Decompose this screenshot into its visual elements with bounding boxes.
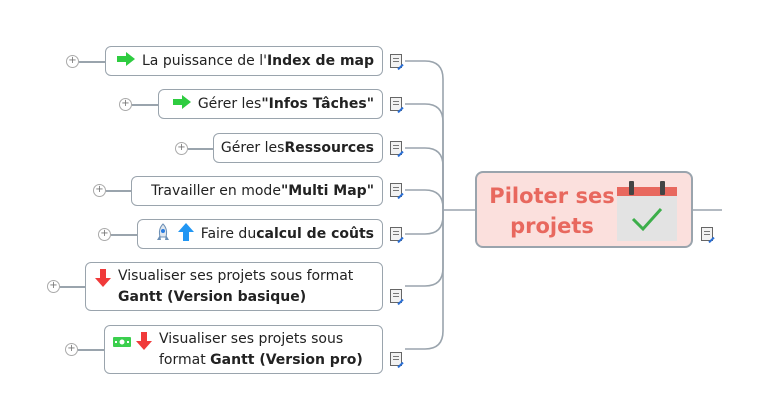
topic-text: Gérer les [220, 140, 285, 156]
topic-text: La puissance de l' [141, 53, 267, 69]
topic-bold-text: Gantt (Version pro) [210, 352, 363, 368]
topic-bold-text: calcul de coûts [256, 226, 374, 242]
connector [79, 61, 105, 63]
expand-button[interactable]: + [66, 55, 79, 68]
topic-text: Visualiser ses projets sous [159, 331, 344, 347]
connector [111, 234, 137, 236]
topic-ressources[interactable]: Gérer les Ressources [213, 133, 383, 163]
topic-bold-text: Index de map [266, 53, 374, 69]
topic-text: Travailler en mode [151, 183, 281, 199]
topic-bold-text: Gantt (Version basique) [118, 289, 307, 305]
expand-button[interactable]: + [175, 142, 188, 155]
green-arrow-right-icon [172, 94, 192, 114]
topic-calcul-couts[interactable]: Faire du calcul de coûts [137, 219, 383, 249]
topic-infos-taches[interactable]: Gérer les "Infos Tâches" [158, 89, 383, 119]
connector [188, 148, 213, 150]
note-icon[interactable] [390, 183, 402, 197]
note-icon[interactable] [390, 289, 402, 303]
connector [106, 190, 131, 192]
topic-text: format [159, 352, 211, 368]
blue-arrow-up-icon [177, 222, 195, 246]
expand-button[interactable]: + [47, 280, 60, 293]
note-icon[interactable] [390, 141, 402, 155]
connector [60, 286, 85, 288]
topic-text: Gérer les [197, 96, 262, 112]
central-topic[interactable]: Piloter ses projets [475, 171, 693, 248]
note-icon[interactable] [390, 54, 402, 68]
money-icon [113, 333, 131, 354]
topic-text: Visualiser ses projets sous format [118, 268, 354, 284]
note-icon[interactable] [390, 97, 402, 111]
topic-index-de-map[interactable]: La puissance de l'Index de map [105, 46, 383, 76]
central-topic-title: Piloter ses projets [489, 184, 615, 238]
calendar-check-icon [616, 181, 678, 245]
topic-bold-text: "Multi Map" [280, 183, 374, 199]
red-arrow-down-icon [94, 268, 112, 295]
red-arrow-down-icon [135, 331, 153, 358]
rocket-icon [155, 223, 171, 245]
note-icon[interactable] [390, 227, 402, 241]
connector [78, 349, 104, 351]
green-arrow-right-icon [116, 51, 136, 71]
topic-bold-text: Ressources [284, 140, 374, 156]
note-icon[interactable] [701, 227, 713, 241]
topic-multi-map[interactable]: Travailler en mode "Multi Map" [131, 176, 383, 206]
expand-button[interactable]: + [65, 343, 78, 356]
topic-text: Faire du [200, 226, 257, 242]
expand-button[interactable]: + [98, 228, 111, 241]
expand-button[interactable]: + [119, 98, 132, 111]
expand-button[interactable]: + [93, 184, 106, 197]
topic-gantt-pro[interactable]: Visualiser ses projets sous format Gantt … [104, 325, 383, 374]
connector [132, 104, 158, 106]
topic-bold-text: "Infos Tâches" [261, 96, 374, 112]
note-icon[interactable] [390, 352, 402, 366]
